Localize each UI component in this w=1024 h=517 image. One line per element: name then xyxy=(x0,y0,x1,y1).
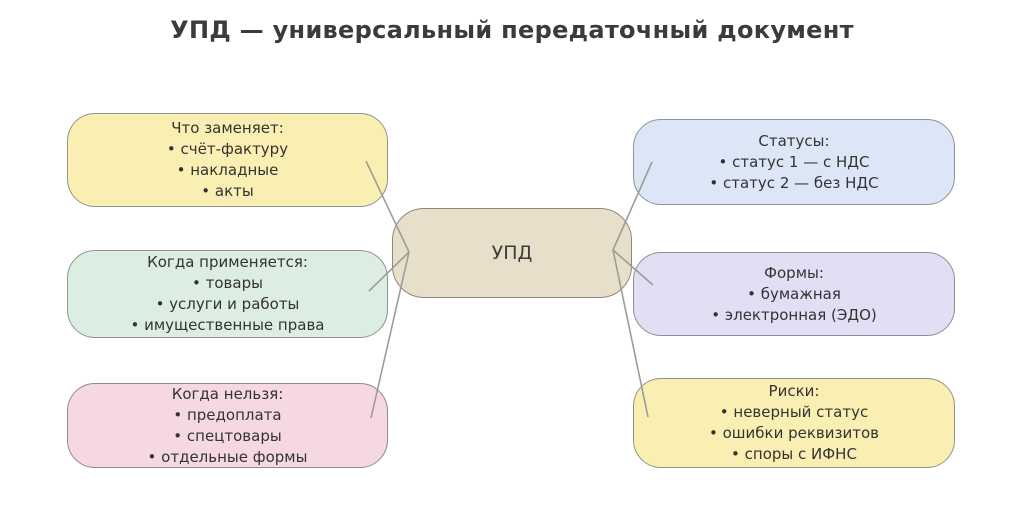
bullet-item: • бумажная xyxy=(747,284,841,303)
node-when-applied: Когда применяется: • товары • услуги и ра… xyxy=(67,250,388,338)
node-items: • неверный статус • ошибки реквизитов • сп… xyxy=(709,402,879,465)
bullet-item: • товары xyxy=(192,274,263,292)
node-items: • товары • услуги и работы • имущественные… xyxy=(131,273,325,336)
bullet-item: • ошибки реквизитов xyxy=(709,424,879,442)
page-title: УПД — универсальный передаточный докумен… xyxy=(170,16,854,44)
node-heading: Когда применяется: xyxy=(147,253,308,271)
center-node-label: УПД xyxy=(491,242,533,264)
node-risks: Риски: • неверный статус • ошибки реквизи… xyxy=(633,378,955,468)
bullet-item: • акты xyxy=(201,182,254,200)
bullet-item: • предоплата xyxy=(173,405,282,424)
bullet-item: • имущественные права xyxy=(130,316,325,334)
bullet-item: • статус 2 — без НДС xyxy=(709,173,879,192)
node-heading: Что заменяет: xyxy=(171,119,284,137)
bullet-item: • счёт-фактуру xyxy=(166,140,289,158)
node-heading: Когда нельзя: xyxy=(171,384,284,403)
bullet-item: • услуги и работы xyxy=(155,295,300,313)
bullet-item: • споры с ИФНС xyxy=(731,445,857,463)
node-items: • бумажная • электронная (ЭДО) xyxy=(711,284,876,326)
node-items: • статус 1 — с НДС • статус 2 — без НДС xyxy=(709,152,878,194)
node-what-replaces: Что заменяет: • счёт-фактуру• накладные•… xyxy=(67,113,388,207)
node-when-forbidden: Когда нельзя: • предоплата• спецтовары• … xyxy=(67,383,388,468)
node-items: • предоплата • спецтовары • отдельные форм… xyxy=(148,405,308,468)
node-heading: Статусы: xyxy=(758,131,830,150)
node-heading: Риски: xyxy=(768,382,820,400)
bullet-item: • статус 1 — с НДС xyxy=(718,152,870,171)
center-node-upd: УПД xyxy=(392,208,632,298)
node-forms: Формы: • бумажная • электронная (ЭДО) xyxy=(633,252,955,336)
node-items: • счёт-фактуру • накладные • акты xyxy=(167,139,288,202)
node-statuses: Статусы: • статус 1 — с НДС • статус 2 — … xyxy=(633,119,955,205)
bullet-item: • электронная (ЭДО) xyxy=(711,305,877,324)
node-heading: Формы: xyxy=(764,263,824,282)
bullet-item: • неверный статус xyxy=(719,403,869,421)
bullet-item: • спецтовары xyxy=(173,426,282,445)
bullet-item: • накладные xyxy=(176,161,279,179)
bullet-item: • отдельные формы xyxy=(147,447,308,466)
